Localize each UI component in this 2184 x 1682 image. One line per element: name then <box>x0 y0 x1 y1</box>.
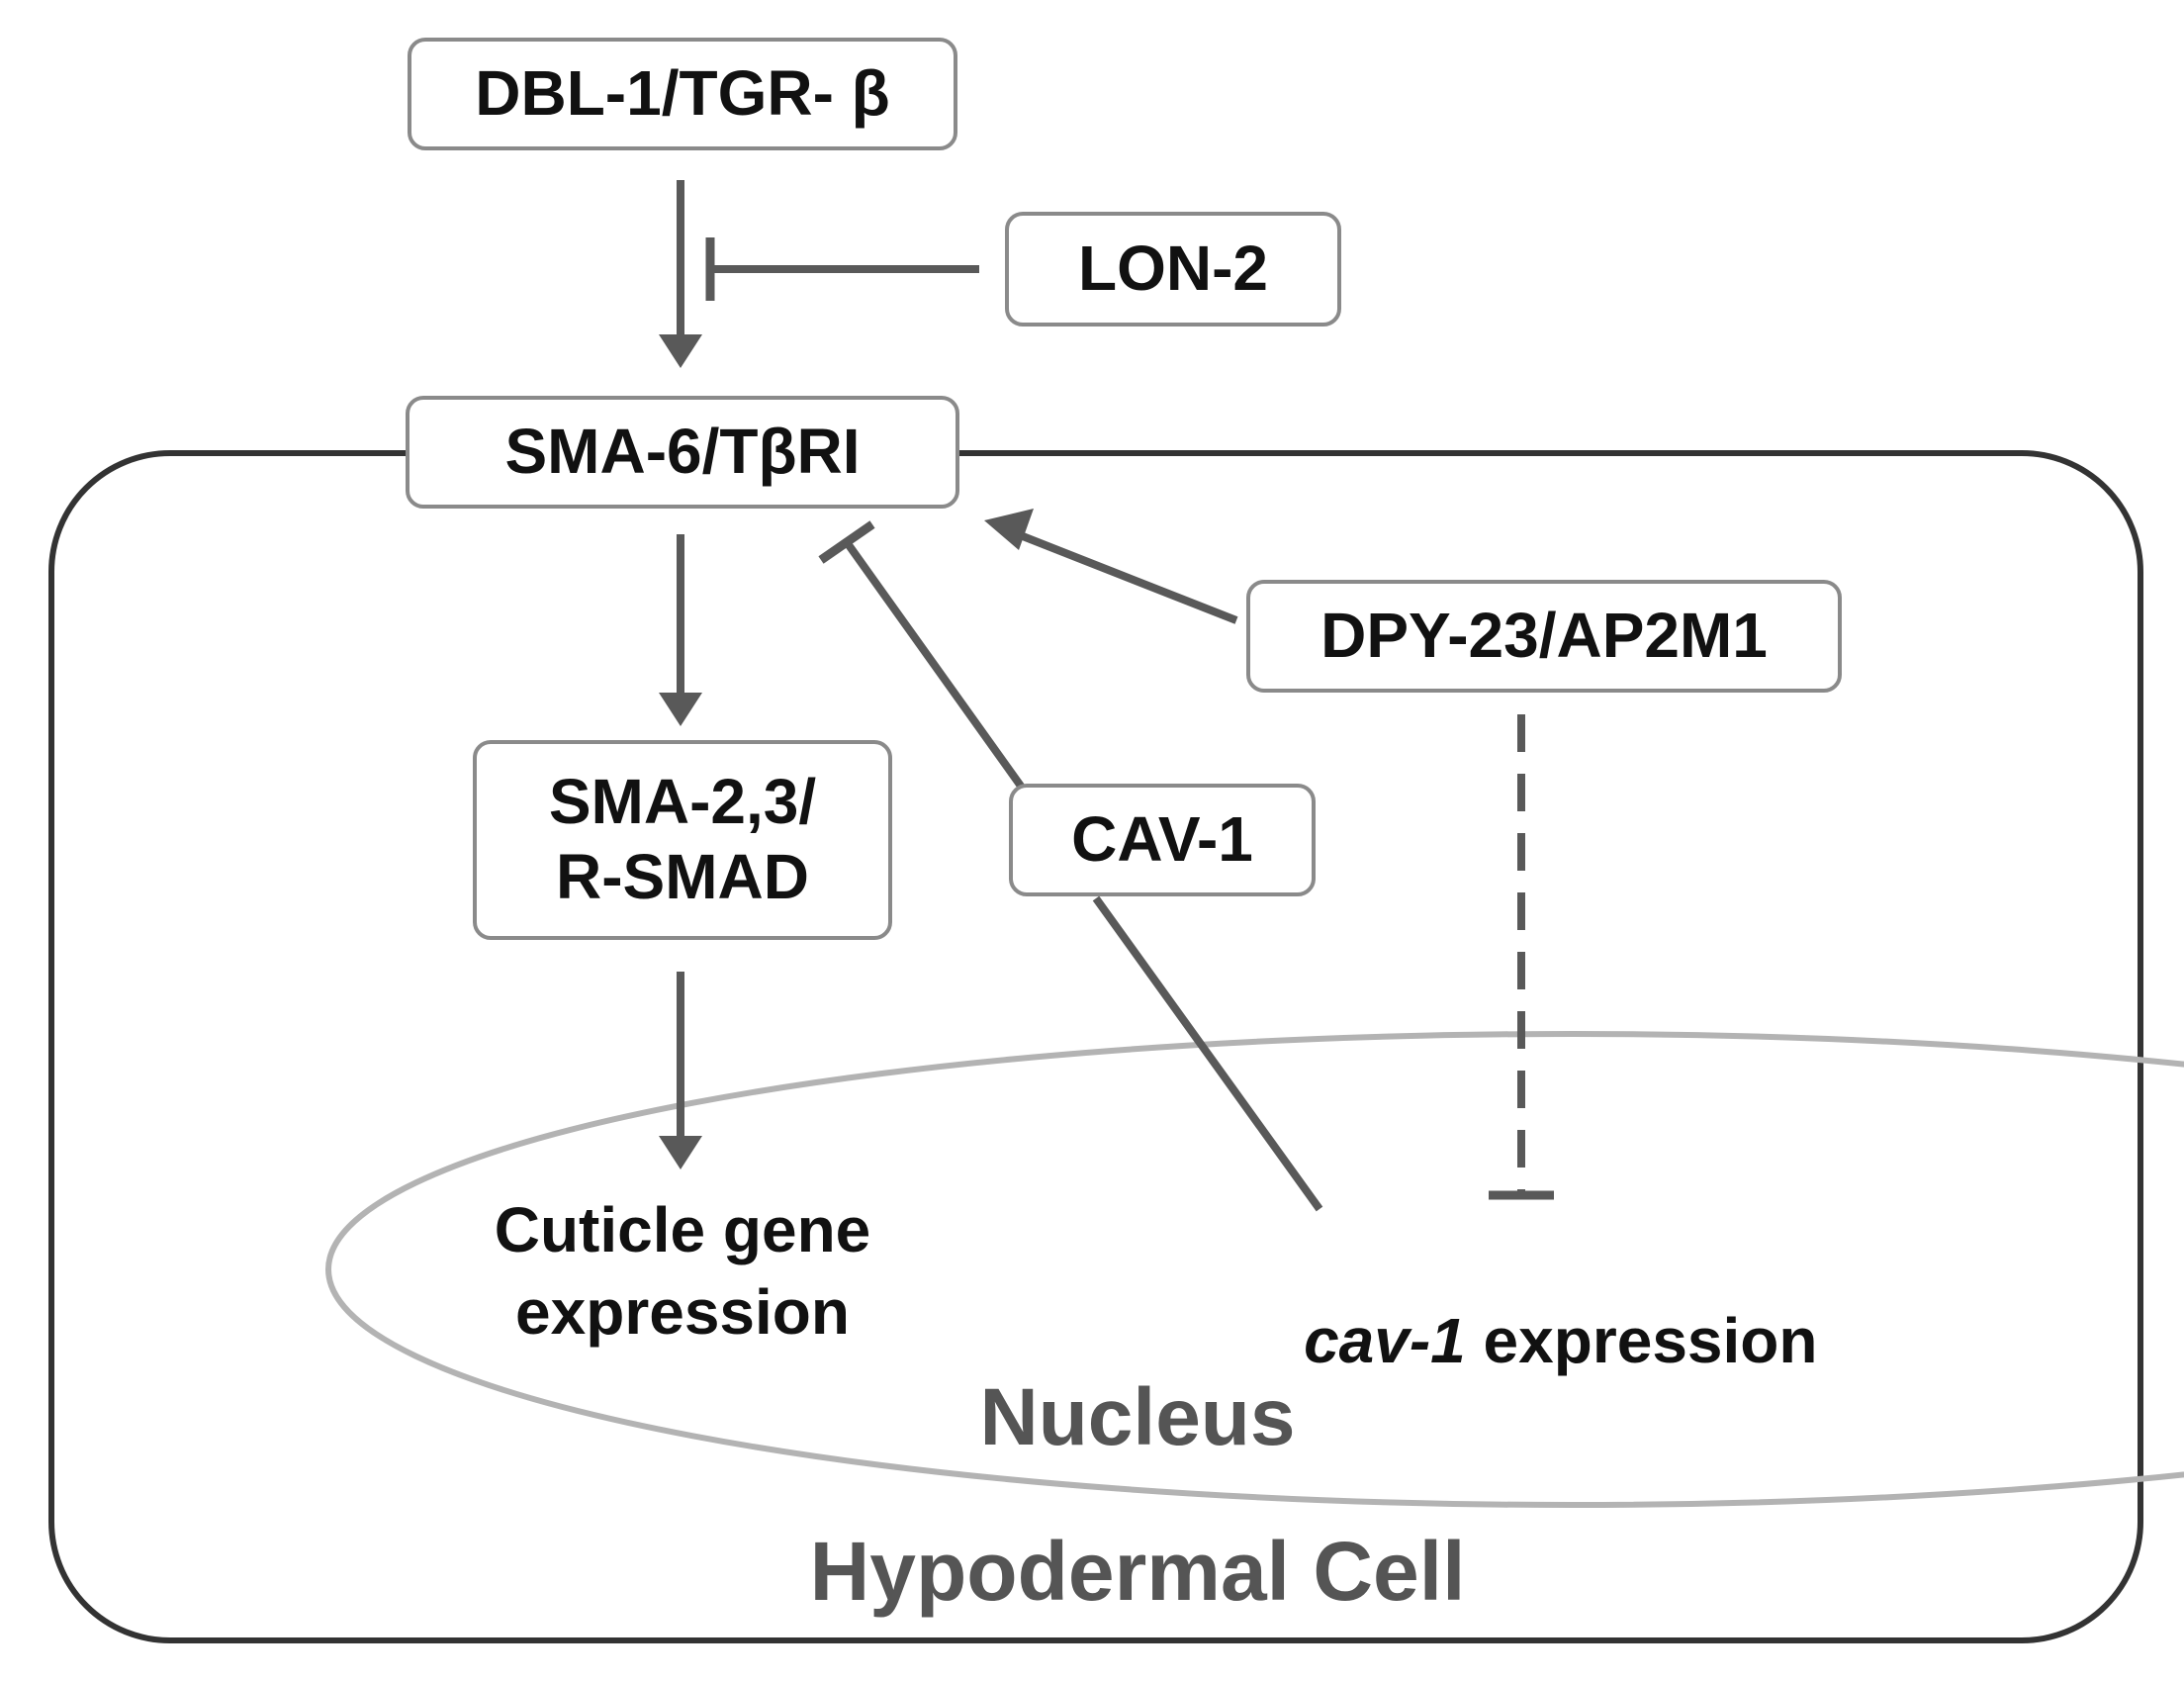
node-sma23-label-line2: R-SMAD <box>556 841 809 912</box>
cav1-gene-name: cav-1 <box>1304 1305 1466 1376</box>
cuticle-line1: Cuticle gene <box>494 1194 871 1265</box>
arrowhead-sma6-to-sma23 <box>659 693 702 726</box>
node-dbl1-label: DBL-1/TGR- β <box>475 57 890 130</box>
cuticle-gene-expression-label: Cuticle gene expression <box>415 1189 950 1354</box>
node-sma6-label: SMA-6/TβRI <box>504 416 861 488</box>
edge-cav1-inhibits-sma6 <box>843 539 1029 794</box>
edge-dpy23-to-sma6 <box>1021 532 1238 624</box>
node-sma23: SMA-2,3/ R-SMAD <box>473 740 892 940</box>
inhibition-bar-cav1 <box>818 520 875 564</box>
cav1-expression-label: cav-1 expression <box>1227 1231 1860 1377</box>
node-lon2: LON-2 <box>1005 212 1341 327</box>
nucleus-label: Nucleus <box>979 1372 1296 1462</box>
edge-cav1-to-cav1-expression <box>1092 895 1323 1212</box>
node-sma23-label-line1: SMA-2,3/ <box>548 766 817 838</box>
cuticle-line2: expression <box>515 1276 850 1349</box>
node-dpy23: DPY-23/AP2M1 <box>1246 580 1842 693</box>
node-cav1: CAV-1 <box>1009 784 1316 896</box>
node-sma6: SMA-6/TβRI <box>406 396 959 509</box>
hypodermal-cell-membrane <box>48 450 2143 1643</box>
node-dpy23-label: DPY-23/AP2M1 <box>1320 600 1768 672</box>
arrowhead-dbl1-to-sma6 <box>659 334 702 368</box>
hypodermal-cell-label: Hypodermal Cell <box>809 1525 1466 1618</box>
cav1-expression-word: expression <box>1465 1305 1818 1376</box>
arrowhead-dpy23-to-sma6 <box>984 509 1034 550</box>
node-lon2-label: LON-2 <box>1078 233 1268 305</box>
node-cav1-label: CAV-1 <box>1071 803 1253 876</box>
arrowhead-sma23-to-cuticle <box>659 1136 702 1169</box>
node-dbl1: DBL-1/TGR- β <box>408 38 957 150</box>
nucleus-envelope <box>325 1031 2184 1508</box>
